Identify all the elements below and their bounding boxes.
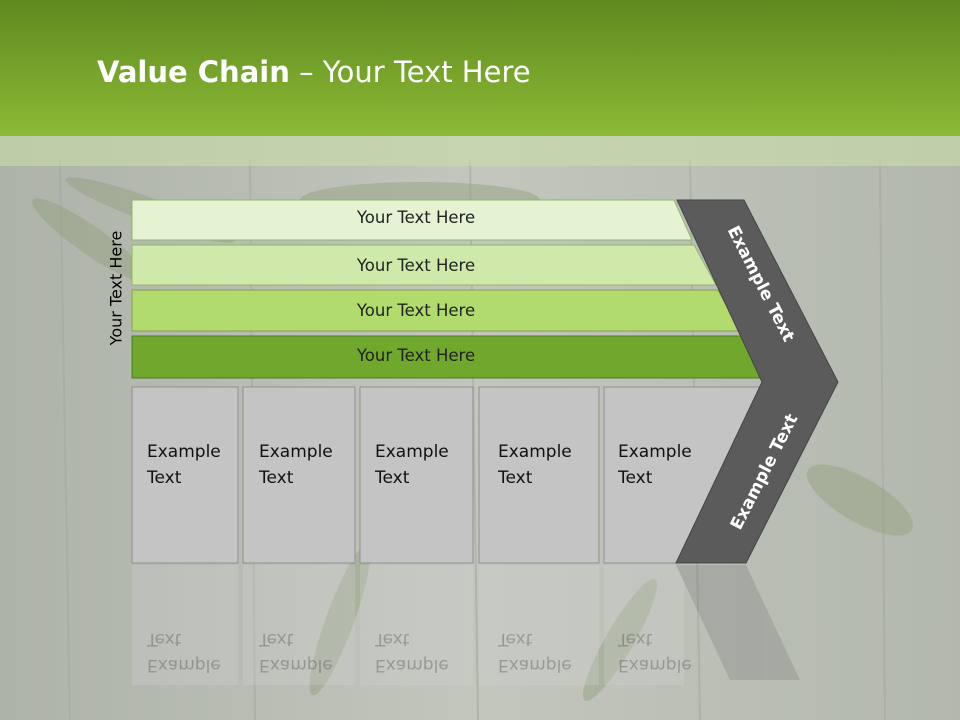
- box-3: [359, 386, 474, 564]
- chevron-arrow: [675, 199, 839, 564]
- band-2-label: Your Text Here: [356, 256, 476, 275]
- slide-title: Value Chain – Your Text Here: [97, 55, 531, 89]
- box-1-label: Example Text: [147, 442, 221, 488]
- band-2: [131, 244, 717, 286]
- side-label: Your Text Here: [106, 230, 126, 346]
- band-1-label: Your Text Here: [356, 208, 476, 227]
- box-2-reflection: Example Text: [259, 629, 333, 675]
- box-3-label: Example Text: [375, 442, 449, 488]
- box-3-reflection: Example Text: [375, 629, 449, 675]
- box-4: [478, 386, 600, 564]
- box-1: [131, 386, 239, 564]
- band-1: [131, 199, 693, 241]
- box-4-reflection: Example Text: [498, 629, 572, 675]
- box-2: [242, 386, 356, 564]
- slide-title-bold: Value Chain: [97, 55, 290, 89]
- box-4-label: Example Text: [498, 442, 572, 488]
- slide-title-rest: – Your Text Here: [289, 55, 531, 89]
- band-4-label: Your Text Here: [356, 346, 476, 365]
- box-5-label: Example Text: [618, 442, 692, 488]
- box-2-label: Example Text: [259, 442, 333, 488]
- reflection-shapes: [132, 565, 800, 685]
- box-5-reflection: Example Text: [618, 629, 692, 675]
- header-bar: [0, 0, 960, 136]
- reflection-text-area: Example Text Example Text Example Text E…: [0, 564, 960, 720]
- band-3-label: Your Text Here: [356, 301, 476, 320]
- header-strip: [0, 136, 960, 166]
- box-1-reflection: Example Text: [147, 629, 221, 675]
